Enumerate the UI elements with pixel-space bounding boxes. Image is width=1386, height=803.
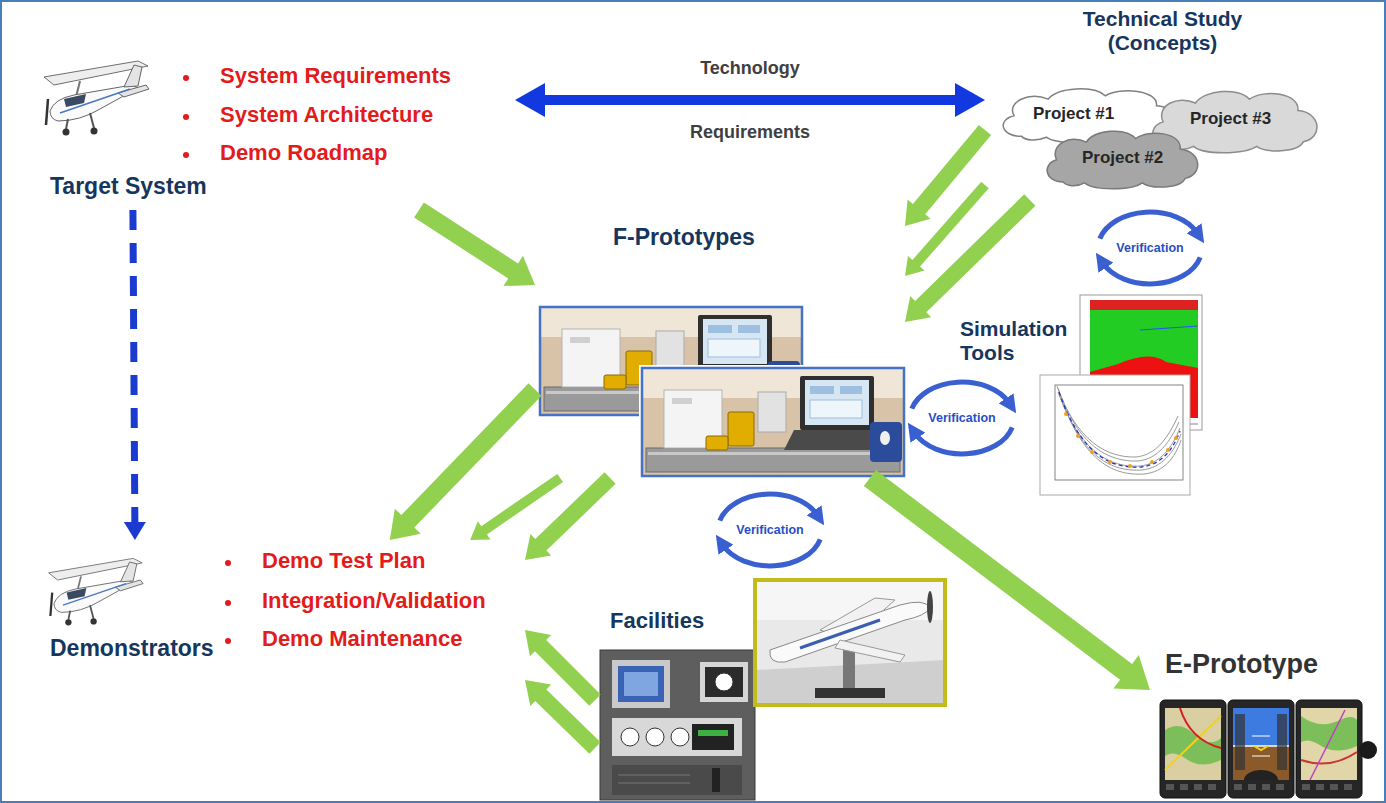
avionics-display	[1160, 700, 1377, 798]
flow-arrow	[414, 202, 535, 286]
block-arrow	[390, 383, 542, 540]
text-slot: F-Prototypes	[613, 224, 755, 250]
bullet-item: Integration/Validation	[262, 588, 486, 613]
group-heading: E-Prototype	[1165, 649, 1318, 680]
bullet-item: Demo Test Plan	[262, 548, 425, 573]
text-slot: Verification	[1116, 241, 1183, 255]
exchange-arrow	[515, 83, 985, 117]
photo-mat	[639, 365, 907, 479]
target-plane	[44, 61, 149, 136]
text-slot: Requirements	[690, 122, 810, 143]
text-slot: Integration/Validation	[262, 588, 486, 613]
simulation-plot	[1040, 375, 1190, 495]
text-slot: Demo Test Plan	[262, 548, 425, 573]
group-heading: Simulation Tools	[960, 317, 1085, 365]
tool-group: Simulation Tools	[955, 295, 1200, 500]
flow-arrow	[525, 680, 601, 754]
bullet-dot	[225, 638, 231, 644]
text-slot: Facilities	[610, 608, 704, 633]
flow-arrow	[864, 470, 1150, 690]
flow-arrow	[390, 383, 542, 540]
demonstrator-plane	[49, 558, 144, 625]
block-arrow	[905, 194, 1035, 322]
cloud-label: Project #2	[1082, 148, 1163, 168]
cycle-label: Verification	[928, 411, 995, 425]
bullet-dot	[183, 75, 189, 81]
text-slot: System Requirements	[220, 63, 451, 88]
group-heading: Facilities	[610, 608, 704, 633]
cloud-label: Project #1	[1033, 104, 1114, 124]
text-slot: Project #2	[1082, 148, 1163, 168]
text-slot: Project #1	[1033, 104, 1114, 124]
verification-cycle	[720, 494, 820, 566]
dashed-arrow	[124, 210, 146, 540]
block-arrow	[515, 83, 985, 117]
text-slot: Verification	[736, 523, 803, 537]
verification-cycle	[1100, 212, 1200, 284]
flow-arrow	[905, 125, 991, 226]
lab-photo	[642, 368, 904, 476]
cloud-shape	[1047, 131, 1198, 189]
block-arrow	[864, 470, 1150, 690]
bullet-dot	[225, 560, 231, 566]
bullet-item: System Architecture	[220, 102, 433, 127]
text-slot: Verification	[928, 411, 995, 425]
text-slot: Demo Maintenance	[262, 626, 463, 651]
bullet-item: Demo Roadmap	[220, 140, 387, 165]
bullet-item: Demo Maintenance	[262, 626, 463, 651]
text-slot: Target System	[50, 173, 207, 199]
cloud-label: Project #3	[1190, 109, 1271, 129]
block-arrow	[525, 472, 616, 560]
target-system-group: Target System System RequirementsSystem A…	[35, 55, 515, 210]
group-heading: Technical Study (Concepts)	[1055, 7, 1270, 55]
system-title: Target System	[50, 173, 207, 199]
facility-group: Facilities	[595, 575, 945, 800]
arrow-head	[124, 522, 146, 540]
arrow-caption: Requirements	[690, 122, 810, 143]
model-photo	[755, 580, 945, 705]
text-slot: Demo Roadmap	[220, 140, 387, 165]
bullet-dot	[225, 600, 231, 606]
product-group: E-Prototype	[1150, 645, 1378, 800]
flow-arrow	[905, 194, 1035, 322]
cycle-label: Verification	[736, 523, 803, 537]
block-arrow	[414, 202, 535, 286]
cockpit-photo	[600, 650, 755, 800]
demonstrator-group: Demonstrators Demo Test PlanIntegration/V…	[35, 540, 525, 700]
system-title: Demonstrators	[50, 635, 214, 661]
text-slot: E-Prototype	[1165, 649, 1318, 680]
bullet-item: System Requirements	[220, 63, 451, 88]
verification-cycle	[912, 382, 1012, 454]
text-slot: System Architecture	[220, 102, 433, 127]
block-arrow	[525, 680, 601, 754]
flow-arrow	[525, 472, 616, 560]
prototype-group: F-Prototypes	[535, 218, 905, 478]
text-slot: Technology	[700, 58, 800, 79]
concept-cloud: Project #2	[1040, 127, 1205, 189]
dashed-line	[133, 210, 135, 522]
text-slot: Simulation Tools	[960, 317, 1085, 365]
text-slot: Demonstrators	[50, 635, 214, 661]
bullet-dot	[183, 152, 189, 158]
concept-group: Technical Study (Concepts) Project #1 Proj…	[985, 5, 1330, 200]
bullet-dot	[183, 114, 189, 120]
edge-label: Technology	[700, 58, 800, 79]
cycle-label: Verification	[1116, 241, 1183, 255]
block-arrow	[905, 125, 991, 226]
text-slot: Technical Study (Concepts)	[1055, 7, 1270, 55]
text-slot: Project #3	[1190, 109, 1271, 129]
group-heading: F-Prototypes	[613, 224, 755, 250]
